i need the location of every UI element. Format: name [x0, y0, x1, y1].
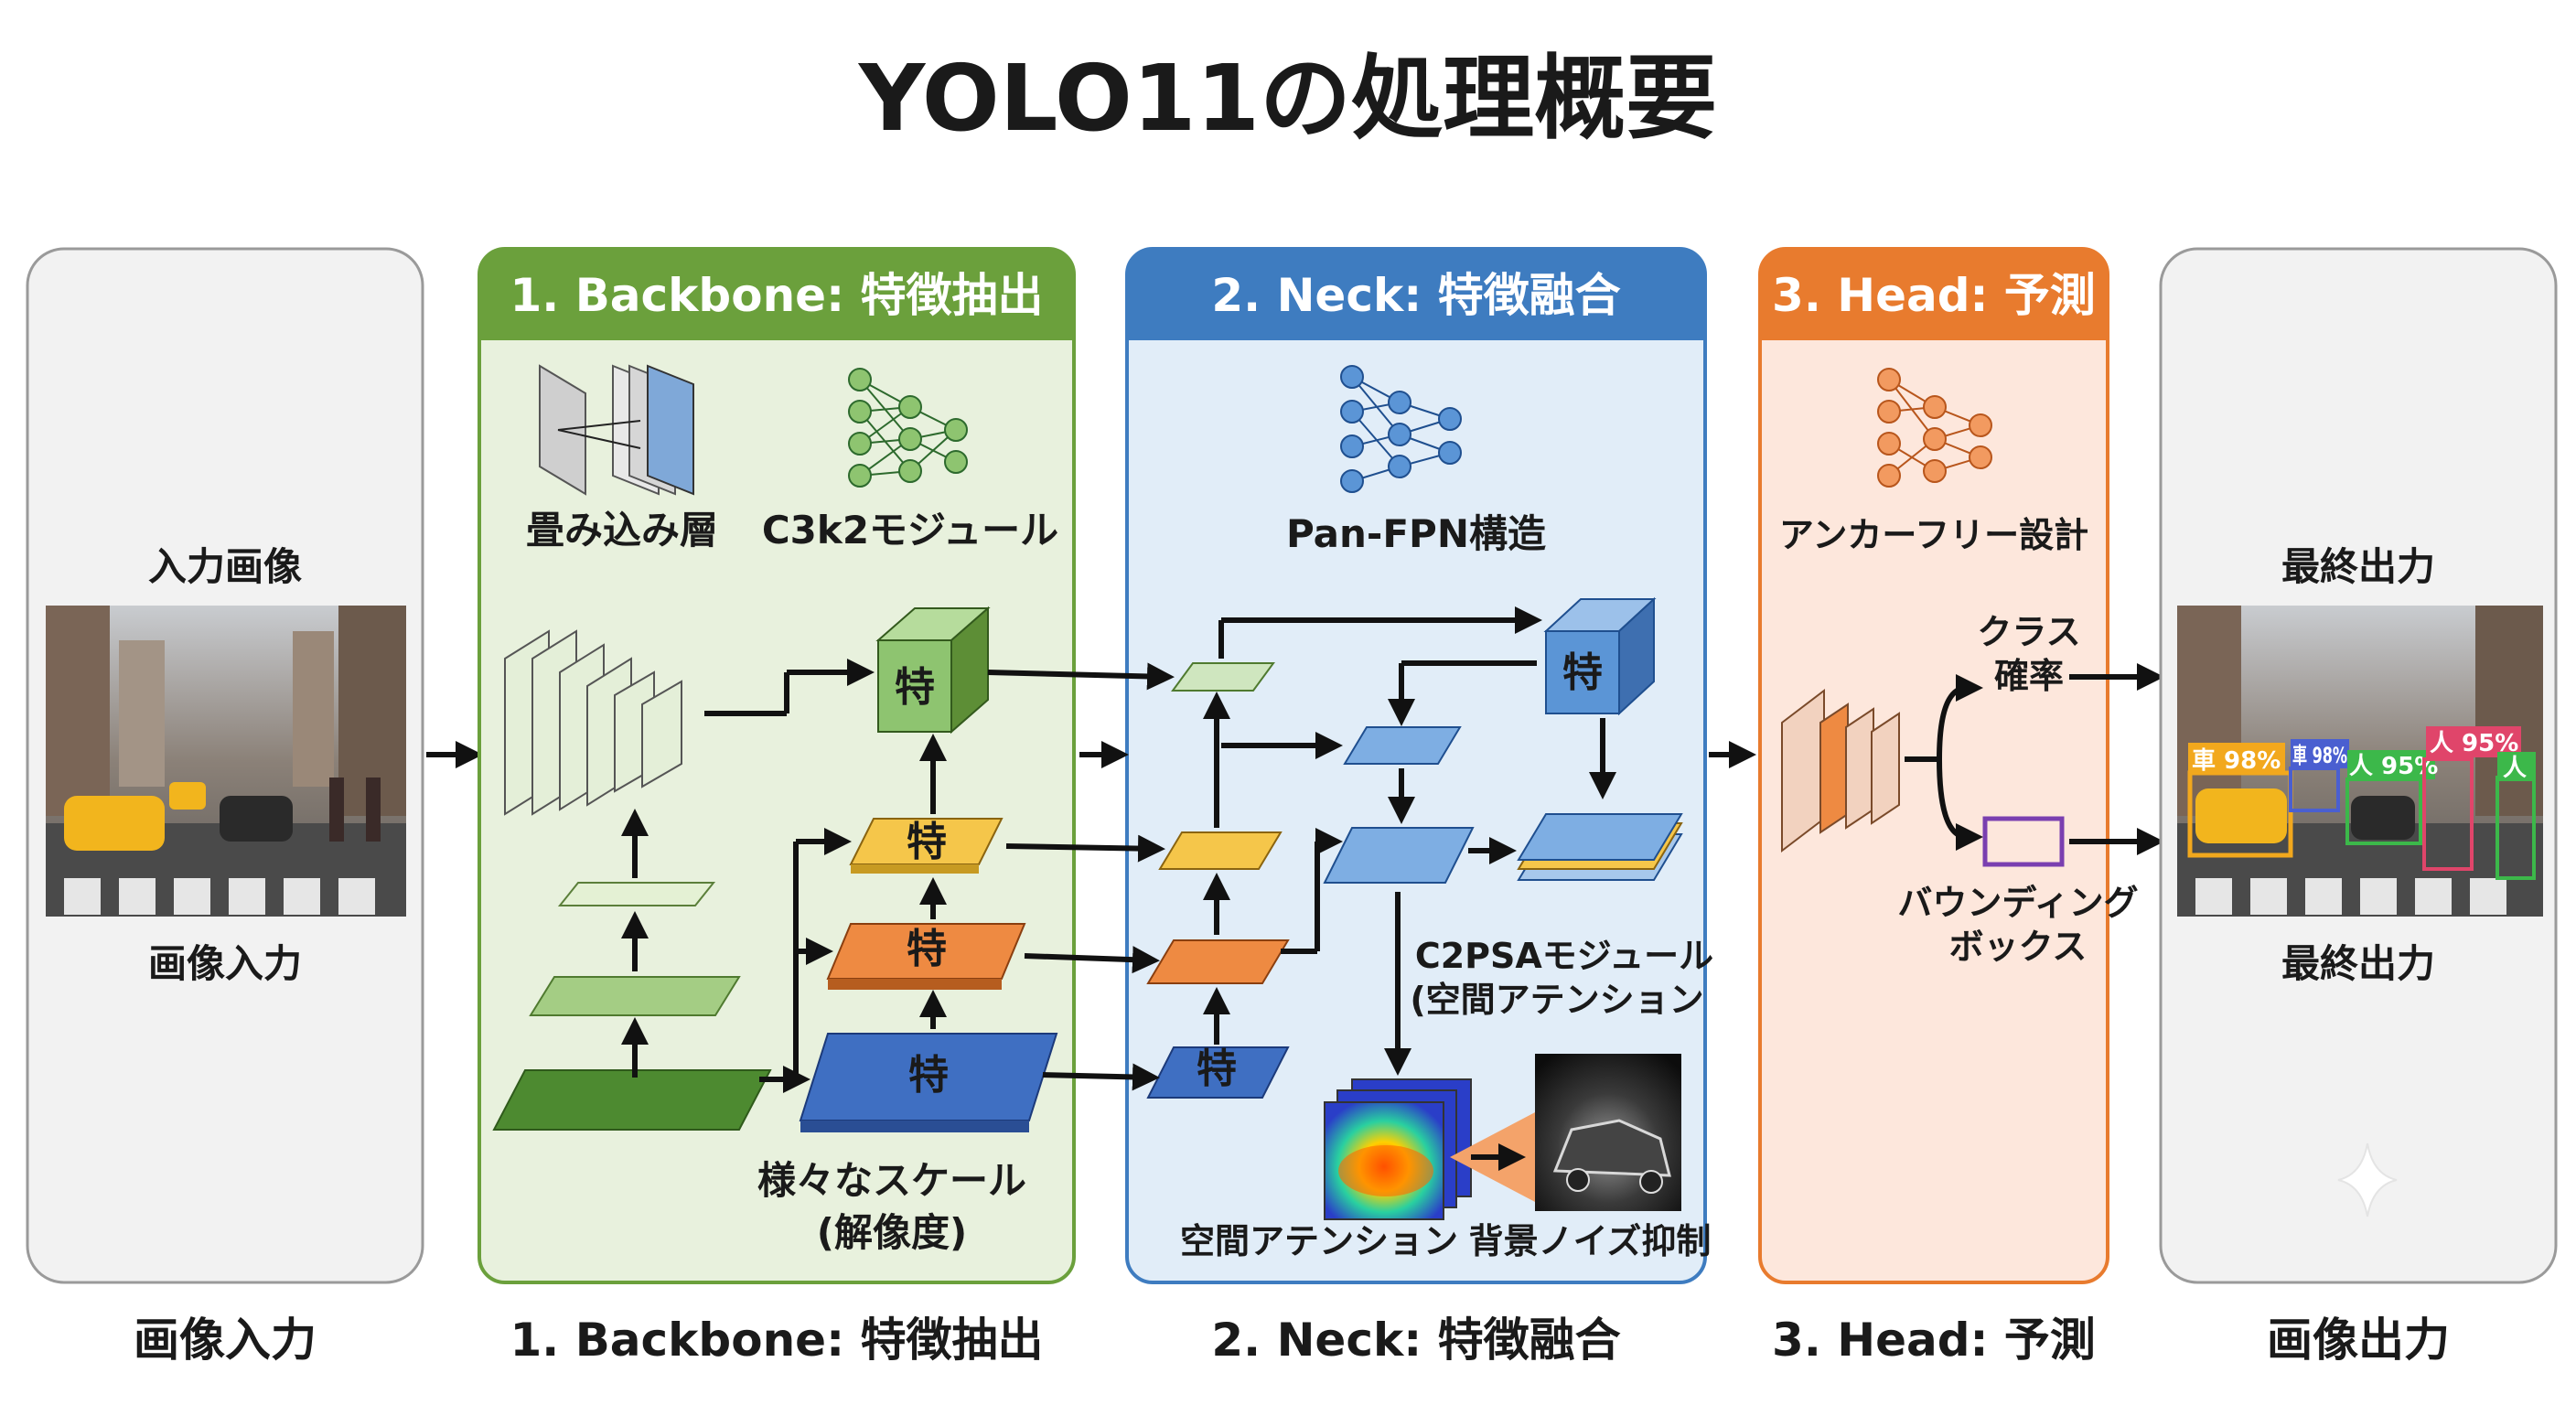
anchor-free-network-icon: [1877, 368, 1992, 488]
bounding-box-line1: バウンディング: [1897, 883, 2138, 923]
detection-box: 車 98%: [2187, 743, 2293, 858]
c2psa-label-line2: (空間アテンション: [1410, 980, 1703, 1020]
input-panel: 入力画像 画像入力: [26, 247, 424, 1284]
output-panel-title: 最終出力: [2281, 544, 2435, 589]
neck-feature-cube: 特: [1543, 596, 1657, 716]
feature-label: 特: [1562, 649, 1603, 696]
neck-header: 2. Neck: 特徴融合: [1211, 269, 1620, 322]
backbone-feature-orange: 特: [826, 923, 1026, 990]
feature-label: 特: [1197, 1046, 1237, 1092]
neck-plate-blue: 特: [1146, 1046, 1290, 1099]
detection-box: 人: [2496, 752, 2536, 880]
footer-backbone: 1. Backbone: 特徴抽出: [510, 1314, 1044, 1367]
neck-fused-plate: [1323, 827, 1475, 884]
detection-label: 車 98%: [2292, 743, 2347, 768]
c3k2-module-label: C3k2モジュール: [762, 508, 1058, 552]
class-probability-line2: 確率: [1994, 656, 2064, 696]
neck-mid-plate: [1343, 726, 1462, 765]
c3k2-network-icon: [848, 368, 968, 488]
detection-box: 車 98%: [2289, 739, 2349, 812]
footer-labels: 画像入力 1. Backbone: 特徴抽出 2. Neck: 特徴融合 3. …: [134, 1314, 2450, 1367]
output-panel-caption: 最終出力: [2281, 941, 2435, 986]
anchor-free-label: アンカーフリー設計: [1779, 515, 2088, 555]
footer-neck: 2. Neck: 特徴融合: [1211, 1314, 1620, 1367]
detection-label: 車 98%: [2192, 747, 2281, 775]
footer-head: 3. Head: 予測: [1772, 1314, 2096, 1367]
feature-label: 特: [907, 819, 947, 865]
conv-layer-label: 畳み込み層: [526, 508, 718, 552]
detection-label: 人: [2503, 755, 2527, 782]
pan-fpn-label: Pan-FPN構造: [1286, 511, 1546, 556]
scale-label-line2: (解像度): [817, 1210, 967, 1255]
neck-plate-green: [1171, 662, 1275, 692]
backbone-pyramid: [492, 809, 772, 1131]
head-header: 3. Head: 予測: [1772, 269, 2096, 322]
output-panel: 最終出力 車 98% 車 98%: [2159, 247, 2558, 1284]
feature-label: 特: [908, 1052, 949, 1099]
sparkle-icon: [2337, 1142, 2398, 1217]
feature-label: 特: [907, 926, 947, 972]
c2psa-label-line1: C2PSAモジュール: [1415, 936, 1713, 976]
backbone-header: 1. Backbone: 特徴抽出: [510, 269, 1044, 322]
pan-fpn-network-icon: [1340, 365, 1462, 493]
neck-panel: 2. Neck: 特徴融合 Pan-FPN構造 特: [987, 247, 1713, 1284]
page-title: YOLO11の処理概要: [858, 45, 1717, 152]
conv-layer-icon: [539, 364, 694, 496]
backbone-feature-yellow: 特: [849, 818, 1004, 874]
noise-suppressed-image: [1535, 1054, 1681, 1211]
bounding-box-icon: [1982, 816, 2065, 867]
footer-output: 画像出力: [2267, 1314, 2450, 1367]
input-panel-title: 入力画像: [148, 544, 302, 589]
input-street-image: [46, 606, 406, 917]
detection-box: 人 95%: [2345, 750, 2438, 845]
footer-input: 画像入力: [134, 1314, 317, 1367]
scale-label-line1: 様々なスケール: [757, 1158, 1026, 1203]
bounding-box-line2: ボックス: [1949, 927, 2088, 967]
noise-suppression-label: 背景ノイズ抑制: [1469, 1221, 1712, 1261]
backbone-panel: 1. Backbone: 特徴抽出 畳み込み層 C3k2モ: [478, 247, 1076, 1284]
attention-label: 空間アテンション: [1180, 1221, 1458, 1261]
head-layer-stack: [1781, 688, 1900, 853]
class-probability-line1: クラス: [1977, 612, 2080, 652]
head-panel: 3. Head: 予測 アンカーフリー設計 クラス 確率 バウン: [1758, 247, 2139, 1284]
backbone-feature-cube: 特: [875, 606, 991, 735]
input-panel-caption: 画像入力: [148, 941, 302, 986]
neck-output-stack: [1517, 813, 1683, 881]
backbone-feature-blue: 特: [799, 1033, 1058, 1132]
feature-label: 特: [895, 664, 935, 711]
neck-plate-yellow: [1158, 831, 1283, 870]
neck-plate-orange: [1146, 939, 1290, 984]
attention-heatmap: [1324, 1078, 1472, 1220]
backbone-layer-stack: [504, 629, 682, 816]
